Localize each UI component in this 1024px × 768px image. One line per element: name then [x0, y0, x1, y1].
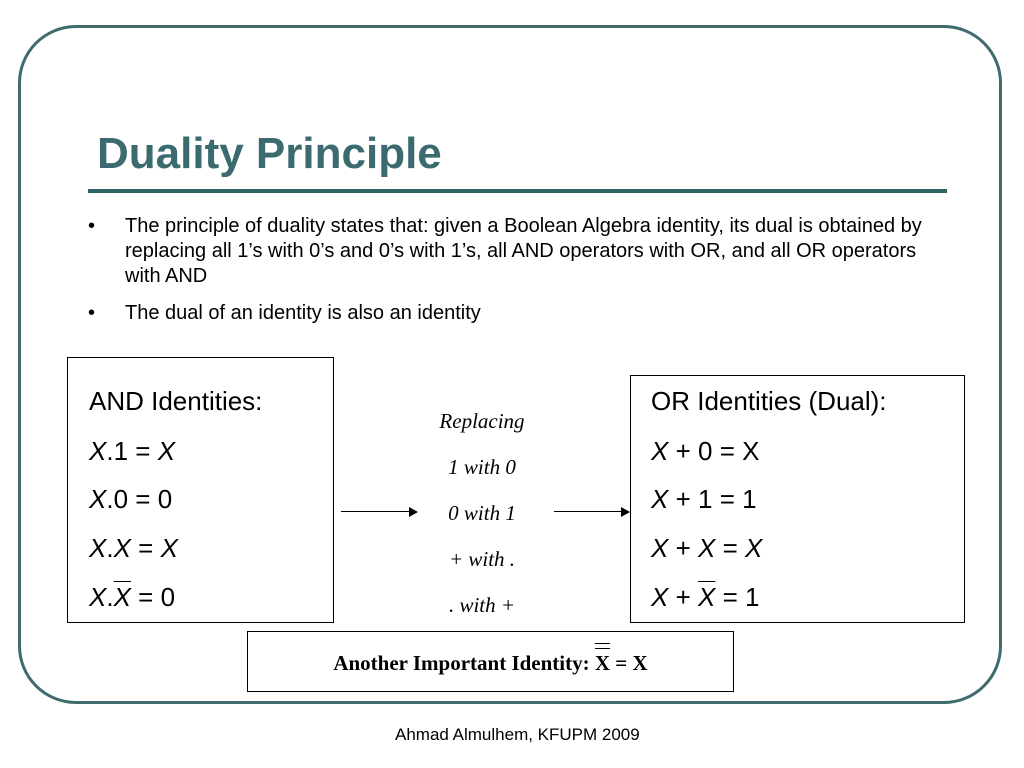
constant: 0 — [698, 436, 713, 466]
or-operator: + — [675, 582, 691, 612]
or-identities-box: OR Identities (Dual): X + 0 = X X + 1 = … — [630, 375, 965, 623]
variable: X — [632, 651, 648, 675]
replacing-heading: Replacing — [439, 409, 525, 433]
variable: X — [89, 582, 107, 612]
replacing-rule: 1 with 0 — [448, 455, 516, 479]
equals-sign: = — [719, 436, 735, 466]
and-heading: AND Identities: — [89, 386, 263, 416]
or-operator: + — [675, 484, 691, 514]
or-identity-1: X + 0 = X — [651, 436, 759, 466]
or-heading: OR Identities (Dual): — [651, 386, 887, 416]
variable: X — [745, 533, 763, 563]
constant: 0 — [113, 484, 129, 514]
title-underline — [88, 189, 947, 193]
equals-sign: = — [615, 651, 628, 675]
bullet-marker: • — [88, 215, 96, 237]
bullet-list: • The principle of duality states that: … — [88, 214, 948, 338]
and-identity-3: X.X = X — [89, 533, 178, 563]
or-identity-2: X + 1 = 1 — [651, 484, 757, 514]
variable: X — [89, 436, 107, 466]
complemented-variable: X — [113, 582, 131, 612]
or-operator: + — [675, 436, 691, 466]
complemented-variable: X — [698, 582, 716, 612]
variable: X — [651, 533, 669, 563]
and-identity-1: X.1 = X — [89, 436, 175, 466]
important-identity-label: Another Important Identity: — [333, 651, 590, 675]
arrow-right-icon — [341, 507, 418, 517]
equals-sign: = — [722, 582, 738, 612]
bullet-text: The principle of duality states that: gi… — [125, 215, 922, 287]
variable: X — [113, 533, 131, 563]
important-identity-box: Another Important Identity: X = X — [247, 631, 734, 692]
slide-frame — [18, 25, 1002, 704]
or-identity-3: X + X = X — [651, 533, 762, 563]
constant: 1 — [698, 484, 713, 514]
variable: X — [160, 533, 178, 563]
variable: X — [89, 484, 107, 514]
equals-sign: = — [135, 484, 151, 514]
important-identity: Another Important Identity: X = X — [248, 643, 733, 676]
constant: 1 — [113, 436, 129, 466]
equals-sign: = — [722, 533, 738, 563]
slide-title: Duality Principle — [97, 129, 442, 178]
replacing-rule: . with + — [448, 593, 516, 617]
equals-sign: = — [138, 533, 154, 563]
variable: X — [651, 582, 669, 612]
and-identities-box: AND Identities: X.1 = X X.0 = 0 X.X = X … — [67, 357, 334, 623]
and-operator: . — [106, 484, 114, 514]
and-operator: . — [106, 582, 114, 612]
variable: X — [89, 533, 107, 563]
bullet-text: The dual of an identity is also an ident… — [125, 302, 481, 324]
equals-sign: = — [135, 436, 151, 466]
and-identity-2: X.0 = 0 — [89, 484, 172, 514]
bullet-item: • The dual of an identity is also an ide… — [88, 301, 948, 326]
replacing-rule: + with . — [448, 547, 516, 571]
equals-sign: = — [719, 484, 735, 514]
constant: 0 — [157, 484, 173, 514]
constant: 1 — [742, 484, 757, 514]
arrow-right-icon — [554, 507, 630, 517]
variable: X — [698, 533, 716, 563]
variable: X — [742, 436, 760, 466]
bullet-item: • The principle of duality states that: … — [88, 214, 948, 289]
variable: X — [157, 436, 176, 466]
slide-footer: Ahmad Almulhem, KFUPM 2009 — [395, 725, 640, 744]
and-identity-4: X.X = 0 — [89, 582, 175, 612]
constant: 0 — [160, 582, 176, 612]
constant: 1 — [745, 582, 760, 612]
replacing-rules: Replacing 1 with 0 0 with 1 + with . . w… — [420, 398, 544, 628]
or-operator: + — [675, 533, 691, 563]
variable: X — [651, 484, 669, 514]
equals-sign: = — [138, 582, 154, 612]
bullet-marker: • — [88, 302, 96, 324]
and-operator: . — [106, 533, 114, 563]
double-complement-variable: X — [594, 643, 611, 675]
or-identity-4: X + X = 1 — [651, 582, 759, 612]
variable: X — [651, 436, 669, 466]
replacing-rule: 0 with 1 — [448, 501, 516, 525]
and-operator: . — [106, 436, 114, 466]
